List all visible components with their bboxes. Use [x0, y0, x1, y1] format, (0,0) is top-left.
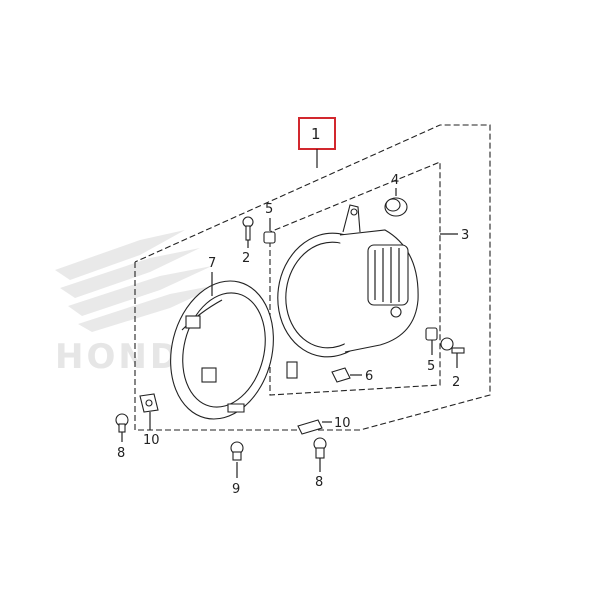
- callout-9[interactable]: 9: [232, 482, 240, 497]
- part-10-clip-left[interactable]: [139, 393, 159, 413]
- part-2-bolt-right[interactable]: [440, 337, 465, 354]
- part-5-nut-right[interactable]: [425, 327, 438, 341]
- callout-5-left[interactable]: 5: [265, 202, 273, 217]
- callout-2-right[interactable]: 2: [452, 375, 460, 390]
- headlight-unit[interactable]: [270, 204, 419, 364]
- part-5-nut-left[interactable]: [263, 231, 276, 244]
- callout-4[interactable]: 4: [391, 173, 399, 188]
- callout-7[interactable]: 7: [208, 256, 216, 271]
- callout-10-right[interactable]: 10: [334, 416, 351, 431]
- part-2-bolt-left[interactable]: [242, 216, 254, 241]
- callout-8-left[interactable]: 8: [117, 446, 125, 461]
- part-8-screw-left[interactable]: [115, 413, 129, 433]
- callout-5-right[interactable]: 5: [427, 359, 435, 374]
- callout-6[interactable]: 6: [365, 369, 373, 384]
- part-4-grommet[interactable]: [384, 197, 408, 217]
- part-7-ring[interactable]: [157, 270, 298, 430]
- part-10-clip-right[interactable]: [297, 419, 323, 435]
- assembly-boundary: [134, 124, 491, 431]
- callout-10-left[interactable]: 10: [143, 433, 160, 448]
- part-9-screw[interactable]: [230, 441, 244, 461]
- part-6-clip[interactable]: [331, 367, 351, 383]
- callout-8-right[interactable]: 8: [315, 475, 323, 490]
- callout-3[interactable]: 3: [461, 228, 469, 243]
- main-callout-number: 1: [311, 125, 321, 143]
- callout-2-left[interactable]: 2: [242, 251, 250, 266]
- part-8-screw-right[interactable]: [313, 437, 327, 459]
